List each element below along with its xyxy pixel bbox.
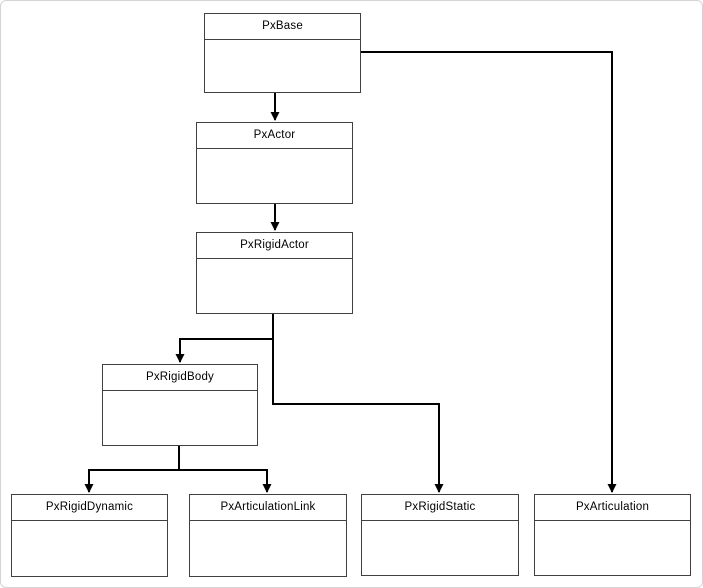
- connector-pxbase-pxarticulation: [361, 51, 617, 493]
- class-node-title: PxRigidActor: [197, 233, 352, 259]
- class-node-pxrigidactor: PxRigidActor: [196, 232, 353, 314]
- class-node-pxbase: PxBase: [204, 13, 361, 93]
- class-node-title: PxActor: [197, 123, 352, 149]
- class-node-pxactor: PxActor: [196, 122, 353, 204]
- class-node-pxrigidstatic: PxRigidStatic: [361, 494, 519, 576]
- class-node-title: PxArticulation: [535, 495, 690, 521]
- class-node-title: PxRigidDynamic: [12, 495, 167, 521]
- connector-pxrigidbody-pxrigiddynamic: [84, 446, 180, 493]
- class-node-pxrigidbody: PxRigidBody: [102, 364, 258, 446]
- class-node-title: PxRigidBody: [103, 365, 257, 391]
- class-node-title: PxRigidStatic: [362, 495, 518, 521]
- connector-pxrigidactor-pxrigidbody: [175, 314, 274, 363]
- class-node-title: PxArticulationLink: [190, 495, 346, 521]
- connector-pxrigidbody-pxarticulationlink: [178, 446, 272, 493]
- connector-pxrigidactor-pxrigidstatic: [272, 314, 444, 493]
- class-node-pxarticulationlink: PxArticulationLink: [189, 494, 347, 577]
- class-node-pxrigiddynamic: PxRigidDynamic: [11, 494, 168, 577]
- class-node-pxarticulation: PxArticulation: [534, 494, 691, 576]
- class-node-title: PxBase: [205, 14, 360, 40]
